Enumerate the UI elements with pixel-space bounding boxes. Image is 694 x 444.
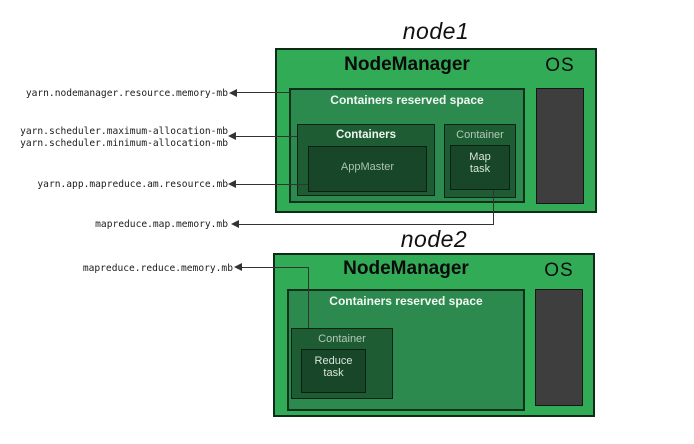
node2-os-memory-box <box>535 289 583 406</box>
node1-container-label: Container <box>456 129 504 141</box>
node1-os-memory-box <box>536 88 584 204</box>
node1-nodemanager-label: NodeManager <box>344 54 470 75</box>
node1-map-task-label: Map task <box>469 151 491 175</box>
connector-line <box>235 136 297 137</box>
node1-appmaster-label: AppMaster <box>340 161 395 173</box>
node2-container-label: Container <box>318 333 366 345</box>
label-am-resource-mb: yarn.app.mapreduce.am.resource.mb <box>37 179 228 190</box>
label-map-memory-mb: mapreduce.map.memory.mb <box>95 219 228 230</box>
arrow-left-icon <box>228 180 236 188</box>
node2-reserved-space-label: Containers reserved space <box>329 294 483 308</box>
connector-line <box>241 267 309 268</box>
connector-line <box>308 267 309 328</box>
node1-reserved-space-label: Containers reserved space <box>330 93 484 107</box>
arrow-left-icon <box>229 89 237 97</box>
arrow-left-icon <box>231 220 239 228</box>
arrow-left-icon <box>234 263 242 271</box>
connector-line <box>493 190 494 225</box>
connector-line <box>236 92 289 93</box>
node1-title: node1 <box>402 18 470 44</box>
node2-reduce-task-label: Reduce task <box>314 355 353 379</box>
label-nodemanager-resource-memory: yarn.nodemanager.resource.memory-mb <box>25 88 228 99</box>
connector-line <box>235 184 308 185</box>
node1-appmaster-box <box>308 146 427 192</box>
node2-nodemanager-label: NodeManager <box>343 258 469 279</box>
node1-containers-label: Containers <box>335 129 397 141</box>
label-scheduler-maximum-allocation: yarn.scheduler.maximum-allocation-mb <box>20 126 228 137</box>
label-reduce-memory-mb: mapreduce.reduce.memory.mb <box>82 263 233 274</box>
connector-line <box>238 224 494 225</box>
node1-map-task-box <box>450 145 510 190</box>
label-scheduler-minimum-allocation: yarn.scheduler.minimum-allocation-mb <box>20 138 228 149</box>
node1-os-label: OS <box>545 55 575 76</box>
node2-os-label: OS <box>544 260 574 281</box>
node2-reduce-task-box <box>301 349 366 393</box>
node2-title: node2 <box>400 226 468 252</box>
arrow-left-icon <box>228 132 236 140</box>
